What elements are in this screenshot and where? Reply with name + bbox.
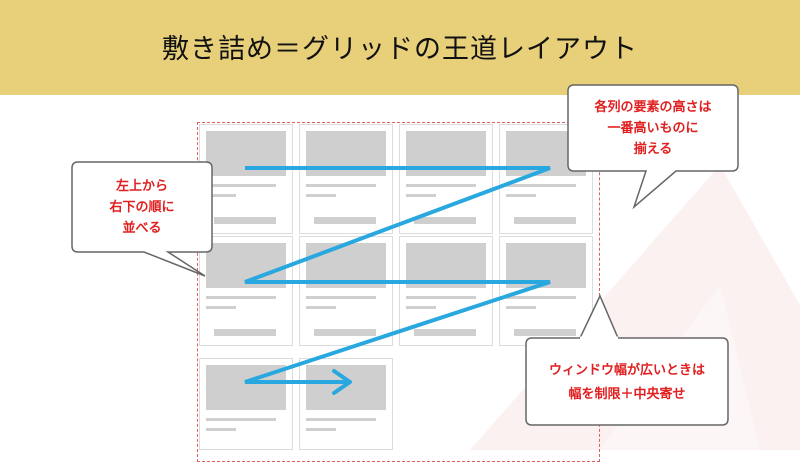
card-button-placeholder <box>514 217 576 224</box>
card-text-line <box>406 194 436 197</box>
callout-line: 各列の要素の高さは <box>594 100 712 115</box>
title-bar: 敷き詰め＝グリッドの王道レイアウト <box>0 0 800 95</box>
callout-width-bubble <box>525 294 729 426</box>
card-text-line <box>206 296 276 299</box>
card-text-line <box>406 184 476 187</box>
callout-line: 左上から <box>115 179 168 194</box>
callout-line: 並べる <box>122 221 162 236</box>
card-text-line <box>306 184 376 187</box>
card-button-placeholder <box>414 329 476 336</box>
card-text-line <box>506 306 536 309</box>
callout-width-text: ウィンドウ幅が広いときは 幅を制限＋中央寄せ <box>526 359 728 407</box>
card-button-placeholder <box>514 329 576 336</box>
callout-line: 一番高いものに <box>607 121 699 136</box>
card-text-line <box>306 296 376 299</box>
card-text-line <box>206 428 236 431</box>
grid-card <box>399 124 493 234</box>
flow-overlay <box>71 84 739 426</box>
card-text-line <box>206 418 276 421</box>
reading-order-arrow <box>244 166 551 384</box>
card-text-line <box>506 184 576 187</box>
arrowhead-icon <box>332 369 352 395</box>
grid-card <box>199 124 293 234</box>
card-text-line <box>506 194 536 197</box>
card-button-placeholder <box>414 217 476 224</box>
card-text-line <box>306 428 336 431</box>
card-text-line <box>206 194 236 197</box>
card-text-line <box>306 306 336 309</box>
callout-line: 幅を制限＋中央寄せ <box>568 387 686 402</box>
card-thumbnail <box>306 365 386 410</box>
callout-line: 右下の順に <box>109 200 175 215</box>
card-button-placeholder <box>314 217 376 224</box>
card-text-line <box>506 296 576 299</box>
card-text-line <box>406 306 436 309</box>
callout-line: ウィンドウ幅が広いときは <box>548 363 705 378</box>
page-title: 敷き詰め＝グリッドの王道レイアウト <box>162 34 638 65</box>
callout-order-bubble <box>71 161 213 277</box>
card-text-line <box>306 194 336 197</box>
callout-height-text: 各列の要素の高さは 一番高いものに 揃える <box>568 97 738 160</box>
callout-line: 揃える <box>633 142 673 157</box>
card-button-placeholder <box>214 329 276 336</box>
card-text-line <box>206 306 236 309</box>
card-text-line <box>406 296 476 299</box>
card-text-line <box>306 418 376 421</box>
card-text-line <box>206 184 276 187</box>
card-button-placeholder <box>214 217 276 224</box>
callout-order-text: 左上から 右下の順に 並べる <box>72 176 212 239</box>
callout-height-bubble <box>567 84 739 210</box>
card-button-placeholder <box>314 329 376 336</box>
grid-card <box>299 358 393 450</box>
